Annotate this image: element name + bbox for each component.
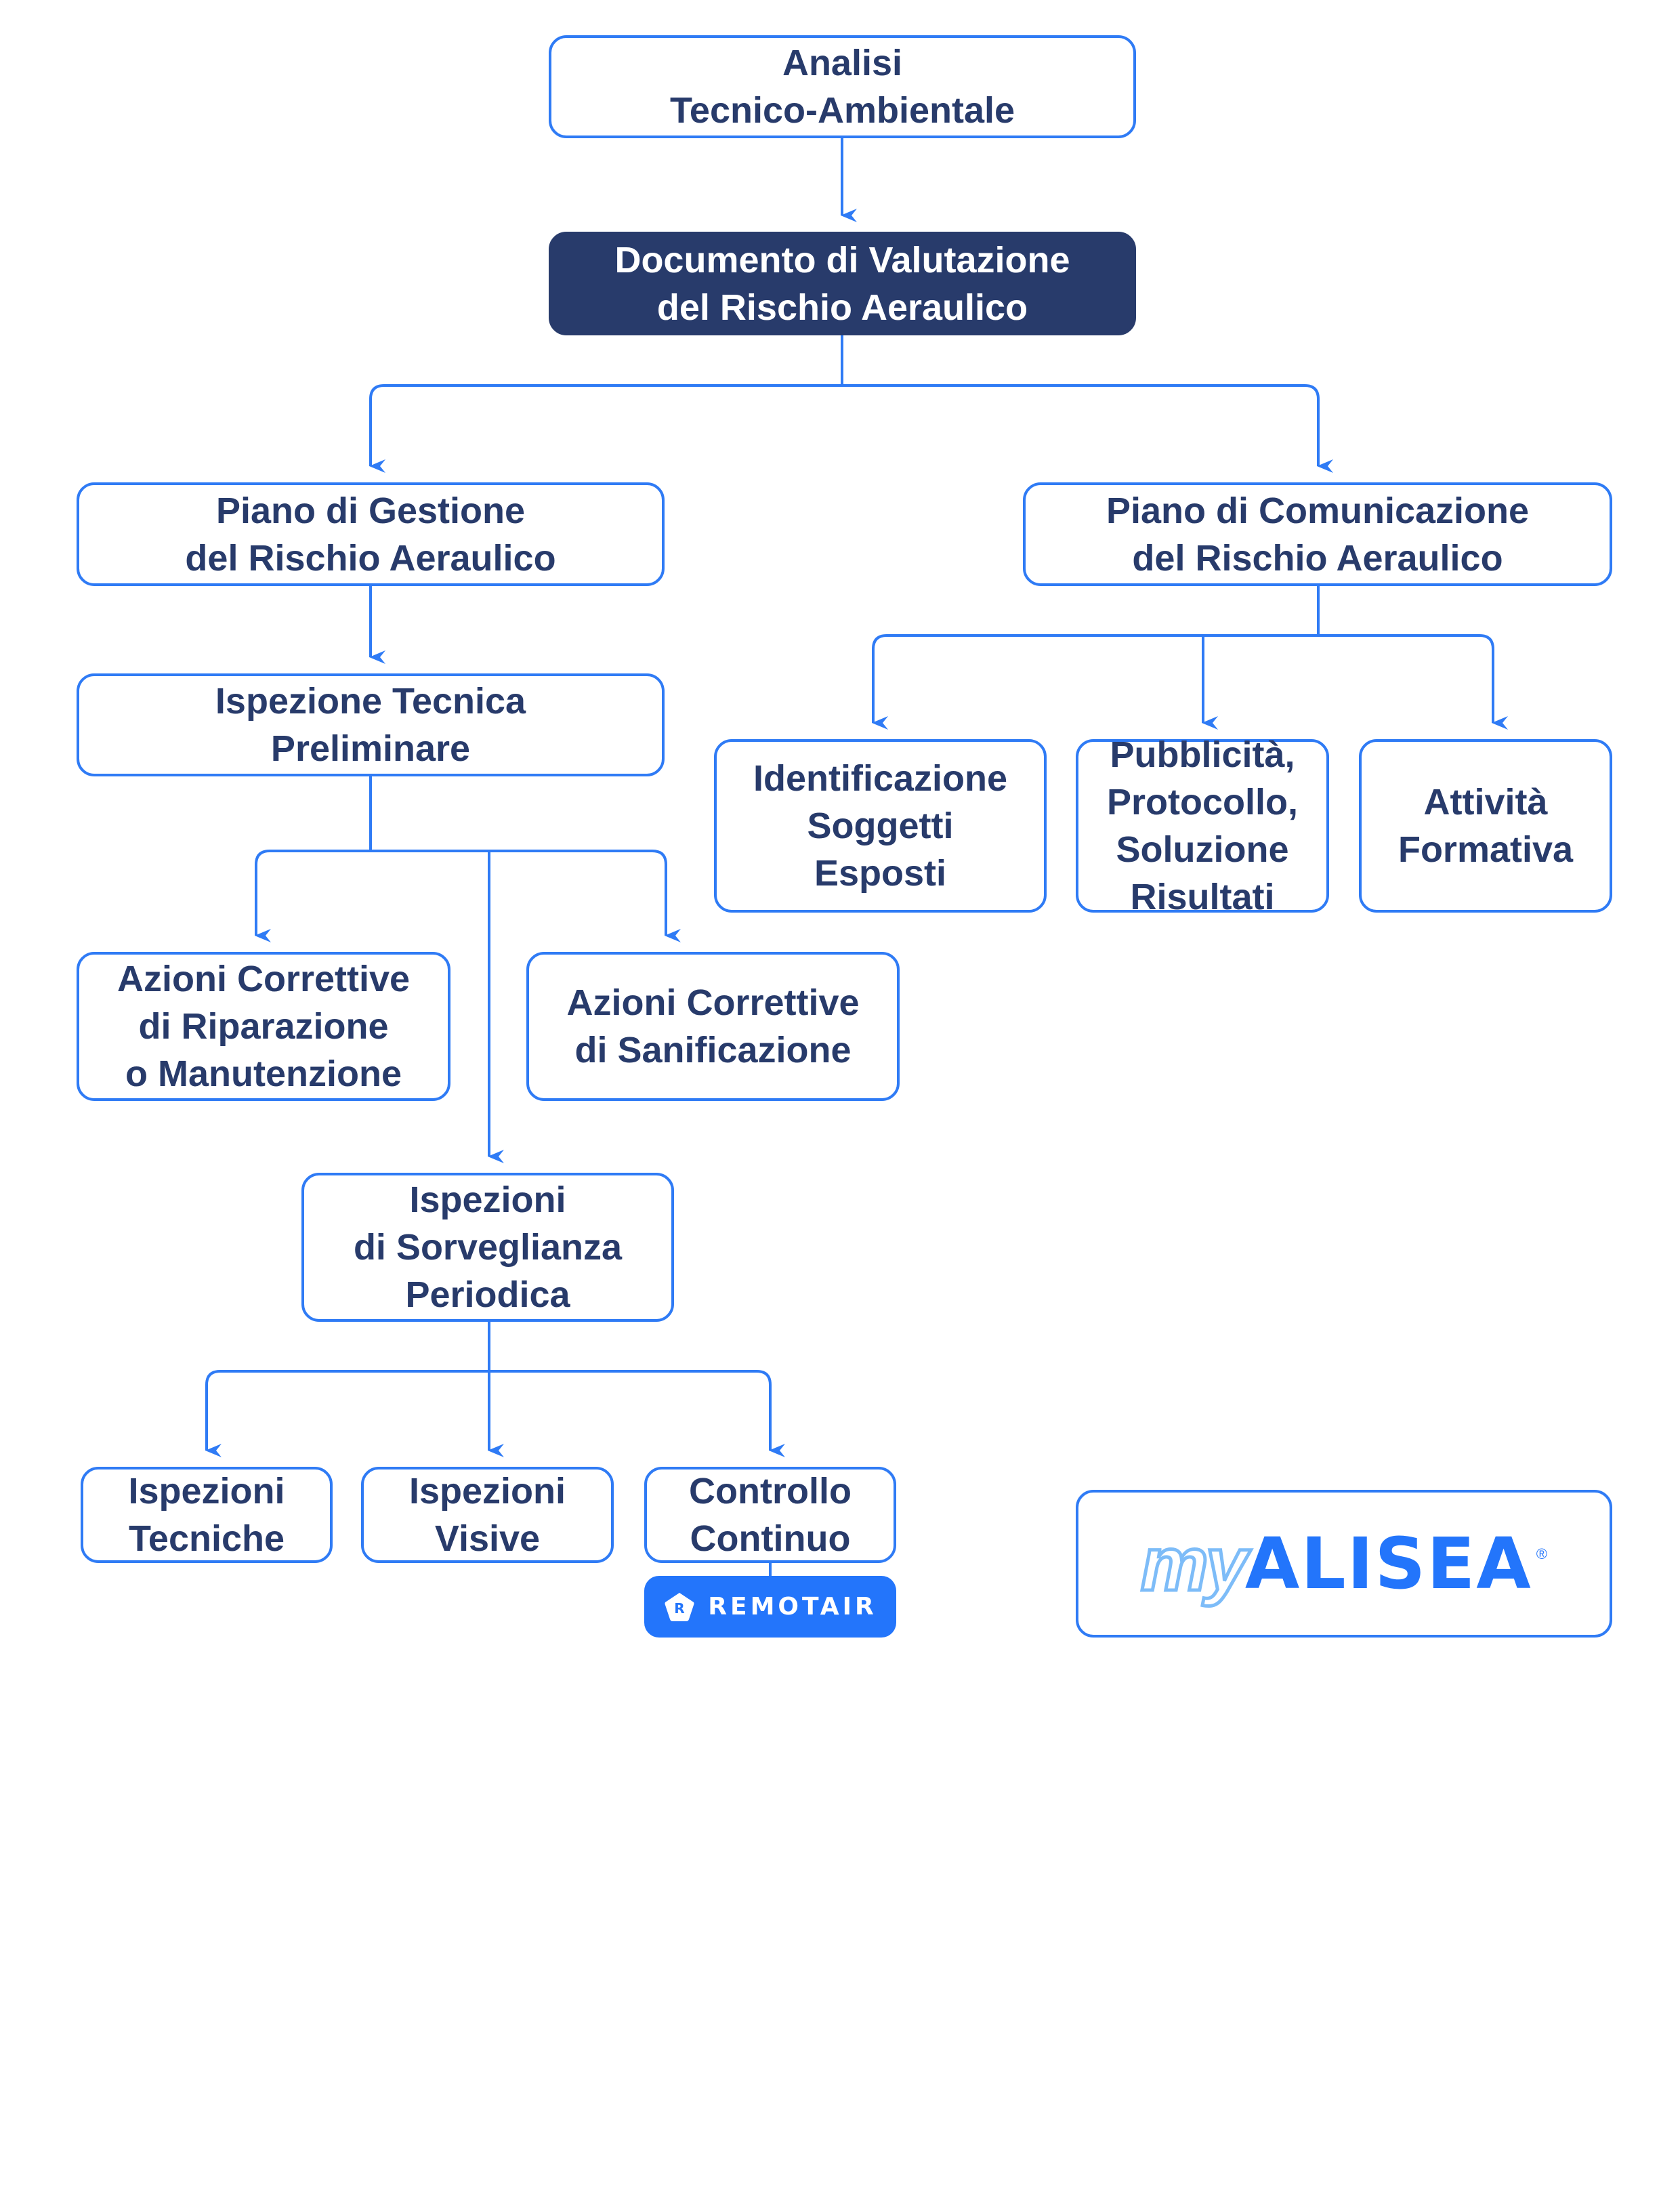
node-label: Ispezione Tecnica Preliminare	[215, 681, 526, 769]
node-label: Attività Formativa	[1398, 782, 1574, 870]
edge-ispezione-riparazione	[255, 850, 371, 942]
node-ispezioni-sorveglianza: Ispezioni di Sorveglianza Periodica	[301, 1173, 674, 1322]
node-controllo-continuo: Controllo Continuo	[644, 1467, 896, 1563]
remotair-pentagon-icon: R	[665, 1592, 694, 1621]
edge-dvr-gestione	[369, 384, 842, 473]
node-label: Piano di Comunicazione del Rischio Aerau…	[1106, 490, 1530, 579]
node-label: Analisi Tecnico-Ambientale	[669, 43, 1015, 131]
node-documento-valutazione: Documento di Valutazione del Rischio Aer…	[549, 232, 1136, 335]
myalisea-prefix: my	[1139, 1520, 1250, 1608]
myalisea-wordmark: ALISEA	[1244, 1522, 1532, 1605]
node-label: Azioni Correttive di Riparazione o Manut…	[117, 959, 411, 1094]
node-analisi-tecnico-ambientale: Analisi Tecnico-Ambientale	[549, 35, 1136, 138]
edge-ispezione-sanificazione	[371, 850, 681, 942]
edge-comm-formativa	[1318, 634, 1508, 730]
registered-mark: ®	[1536, 1545, 1547, 1562]
node-label: Azioni Correttive di Sanificazione	[566, 982, 860, 1070]
node-attivita-formativa: Attività Formativa	[1359, 739, 1612, 913]
node-azioni-riparazione: Azioni Correttive di Riparazione o Manut…	[77, 952, 450, 1101]
node-label: Documento di Valutazione del Rischio Aer…	[614, 239, 1070, 328]
node-label: Controllo Continuo	[689, 1471, 852, 1559]
node-label: Pubblicità, Protocollo, Soluzione Risult…	[1107, 734, 1298, 917]
edge-sorveglianza-continuo	[489, 1370, 785, 1457]
svg-text:R: R	[675, 1600, 685, 1617]
remotair-wordmark: REMOTAIR	[708, 1593, 877, 1621]
node-label: Ispezioni Visive	[408, 1471, 566, 1559]
node-label: Ispezioni Tecniche	[128, 1471, 285, 1559]
node-ispezioni-tecniche: Ispezioni Tecniche	[81, 1467, 333, 1563]
myalisea-logo-box: my ALISEA ®	[1076, 1490, 1612, 1638]
edge-sorveglianza-tecniche	[205, 1370, 489, 1457]
edge-dvr-comunicazione	[842, 384, 1333, 473]
node-piano-gestione: Piano di Gestione del Rischio Aeraulico	[77, 482, 665, 586]
node-ispezione-tecnica-preliminare: Ispezione Tecnica Preliminare	[77, 673, 665, 776]
node-label: Piano di Gestione del Rischio Aeraulico	[185, 490, 556, 579]
node-piano-comunicazione: Piano di Comunicazione del Rischio Aerau…	[1023, 482, 1612, 586]
remotair-logo: R REMOTAIR	[644, 1576, 896, 1638]
node-pubblicita-protocollo: Pubblicità, Protocollo, Soluzione Risult…	[1076, 734, 1329, 917]
edge-comm-identificazione	[872, 634, 1318, 730]
node-identificazione-soggetti: Identificazione Soggetti Esposti	[714, 739, 1047, 913]
node-azioni-sanificazione: Azioni Correttive di Sanificazione	[526, 952, 900, 1101]
node-ispezioni-visive: Ispezioni Visive	[361, 1467, 614, 1563]
node-label: Ispezioni di Sorveglianza Periodica	[353, 1180, 623, 1315]
node-label: Identificazione Soggetti Esposti	[753, 758, 1008, 894]
